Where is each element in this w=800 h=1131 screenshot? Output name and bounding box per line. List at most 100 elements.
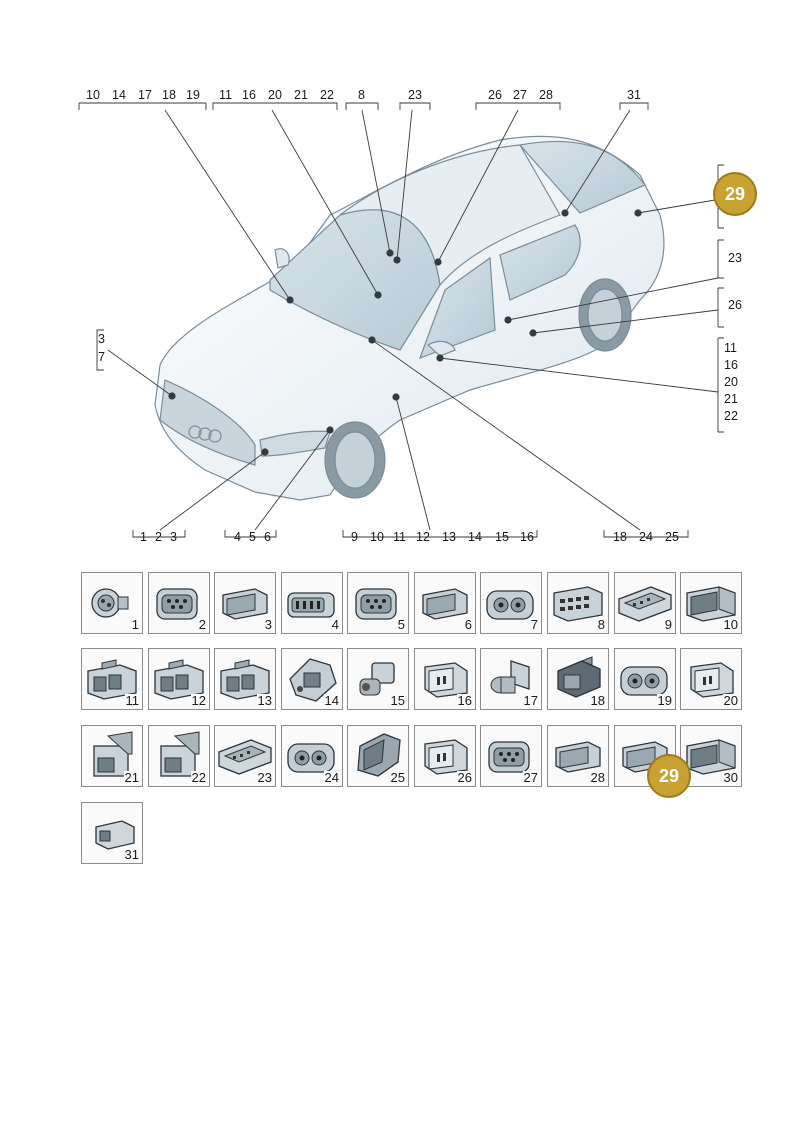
callout-label: 2	[155, 530, 162, 544]
flat-housing-connector-icon	[618, 586, 672, 622]
connector-number: 26	[456, 770, 472, 785]
connector-number: 23	[256, 770, 272, 785]
connector-cell-5: 5	[347, 572, 409, 634]
callout-label: 20	[268, 88, 282, 102]
connector-cell-31: 31	[81, 802, 143, 864]
callout-label: 27	[513, 88, 527, 102]
connector-number: 20	[722, 693, 738, 708]
connector-cell-15: 15	[347, 648, 409, 710]
callout-label: 21	[724, 392, 738, 406]
connector-number: 11	[124, 693, 139, 708]
connector-cell-2: 2	[148, 572, 210, 634]
callout-label: 23	[408, 88, 422, 102]
connector-number: 3	[263, 617, 272, 632]
block-connector-icon	[686, 739, 736, 775]
connector-number: 9	[663, 617, 672, 632]
box-connector-icon	[220, 659, 270, 700]
open-box-connector-icon	[690, 662, 734, 698]
highlight-badge-car: 29	[713, 172, 757, 216]
callout-label: 20	[724, 375, 738, 389]
callout-label: 28	[539, 88, 553, 102]
callout-label: 22	[320, 88, 334, 102]
connector-cell-25: 25	[347, 725, 409, 787]
connector-number: 21	[123, 770, 139, 785]
callout-label: 21	[294, 88, 308, 102]
connector-number: 8	[596, 617, 605, 632]
callout-label: 24	[639, 530, 653, 544]
small-plug-connector-icon	[95, 820, 135, 850]
flat-housing-connector-icon	[218, 739, 272, 775]
connector-number: 30	[722, 770, 738, 785]
connector-cell-1: 1	[81, 572, 143, 634]
multipin-connector-icon	[355, 588, 397, 620]
twin-round-connector-icon	[287, 743, 335, 773]
connector-number: 18	[589, 693, 605, 708]
connector-number: 17	[522, 693, 538, 708]
open-box-connector-icon	[424, 739, 468, 775]
latched-box-connector-icon	[160, 731, 200, 777]
callout-label: 11	[393, 530, 406, 544]
box-connector-icon	[87, 659, 137, 700]
highlight-badge-connector: 29	[647, 754, 691, 798]
callout-label: 16	[242, 88, 256, 102]
connector-cell-13: 13	[214, 648, 276, 710]
callout-label: 18	[613, 530, 627, 544]
callout-label: 19	[186, 88, 200, 102]
connector-number: 24	[323, 770, 339, 785]
callout-label: 13	[442, 530, 456, 544]
coax-connector-icon	[359, 662, 395, 696]
connector-cell-27: 27	[480, 725, 542, 787]
connector-cell-30: 30	[680, 725, 742, 787]
wide-connector-icon	[287, 592, 335, 618]
callout-label: 12	[416, 530, 430, 544]
twin-round-connector-icon	[620, 666, 668, 696]
connector-number: 15	[389, 693, 405, 708]
callout-label: 10	[86, 88, 100, 102]
connector-cell-7: 7	[480, 572, 542, 634]
connector-cell-3: 3	[214, 572, 276, 634]
callout-label: 3	[170, 530, 177, 544]
flat-connector-icon	[222, 588, 268, 620]
angled-connector-icon	[289, 658, 337, 702]
callout-label: 26	[728, 298, 742, 312]
callout-label: 4	[234, 530, 241, 544]
connector-number: 4	[330, 617, 339, 632]
callout-label: 3	[98, 332, 105, 346]
callout-label: 5	[249, 530, 256, 544]
callout-label: 7	[98, 350, 105, 364]
connector-number: 1	[130, 617, 139, 632]
callout-label: 17	[138, 88, 152, 102]
connector-cell-10: 10	[680, 572, 742, 634]
connector-number: 16	[456, 693, 472, 708]
connector-number: 14	[323, 693, 339, 708]
connector-number: 31	[123, 847, 139, 862]
connector-number: 27	[522, 770, 538, 785]
callout-brackets	[78, 102, 724, 538]
connector-number: 25	[389, 770, 405, 785]
connector-cell-12: 12	[148, 648, 210, 710]
latched-connector-icon	[557, 656, 601, 698]
connector-number: 12	[190, 693, 206, 708]
callout-label: 1	[140, 530, 147, 544]
connector-number: 22	[190, 770, 206, 785]
block-connector-icon	[686, 586, 736, 622]
round-plug-connector-icon	[490, 660, 530, 694]
latched-box-connector-icon	[93, 731, 133, 777]
callout-label: 11	[724, 341, 737, 355]
connector-cell-8: 8	[547, 572, 609, 634]
connector-number: 2	[197, 617, 206, 632]
connector-number: 13	[256, 693, 272, 708]
connector-cell-26: 26	[414, 725, 476, 787]
connector-number: 7	[529, 617, 538, 632]
open-box-connector-icon	[424, 662, 468, 698]
callout-label: 15	[495, 530, 509, 544]
connector-number: 6	[463, 617, 472, 632]
connector-cell-16: 16	[414, 648, 476, 710]
callout-label: 26	[488, 88, 502, 102]
connector-cell-14: 14	[281, 648, 343, 710]
grid-connector-icon	[553, 586, 603, 622]
callout-label: 23	[728, 251, 742, 265]
connector-cell-23: 23	[214, 725, 276, 787]
twin-round-connector-icon	[486, 590, 534, 620]
round-connector-icon	[91, 588, 129, 618]
